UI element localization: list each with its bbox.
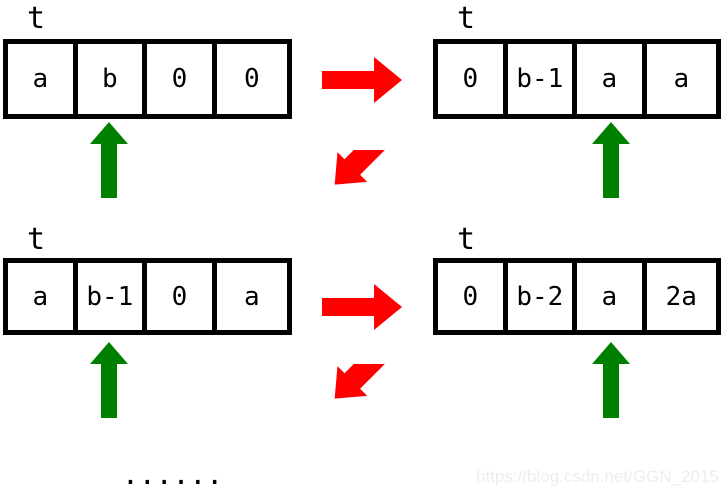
pointer-arrow-bottom-left [90, 342, 128, 418]
array-bottom-left: a b-1 0 a [3, 258, 292, 335]
array-label-bottom-left: t [27, 222, 46, 257]
array-cell: a [8, 44, 78, 114]
array-label-top-left: t [27, 1, 46, 36]
array-cell: 0 [438, 44, 508, 114]
pointer-arrow-bottom-right [592, 342, 630, 418]
transition-arrow-diagonal-upper [315, 150, 399, 222]
array-cell: b [77, 44, 148, 114]
pointer-arrow-top-right [592, 122, 630, 198]
array-cell: 0 [147, 263, 217, 330]
array-bottom-right: 0 b-2 a 2a [433, 258, 721, 335]
array-cell: b-1 [507, 44, 578, 114]
array-cell: 0 [147, 44, 217, 114]
array-cell: a [216, 263, 288, 330]
array-label-top-right: t [457, 1, 476, 36]
array-cell: 0 [438, 263, 508, 330]
array-cell: 0 [216, 44, 288, 114]
watermark-text: https://blog.csdn.net/GGN_2015 [476, 467, 719, 486]
array-label-bottom-right: t [457, 222, 476, 257]
transition-arrow-right-bottom [322, 284, 402, 330]
transition-arrow-diagonal-lower [315, 364, 399, 436]
array-cell: a [646, 44, 716, 114]
array-cell: a [8, 263, 78, 330]
transition-arrow-right-top [322, 57, 402, 103]
array-cell: a [577, 44, 647, 114]
array-cell: b-1 [77, 263, 148, 330]
array-cell: b-2 [507, 263, 578, 330]
array-cell: a [577, 263, 647, 330]
pointer-arrow-top-left [90, 122, 128, 198]
array-top-right: 0 b-1 a a [433, 39, 721, 119]
array-cell: 2a [646, 263, 716, 330]
continuation-ellipsis: ...... [122, 458, 224, 491]
array-top-left: a b 0 0 [3, 39, 292, 119]
